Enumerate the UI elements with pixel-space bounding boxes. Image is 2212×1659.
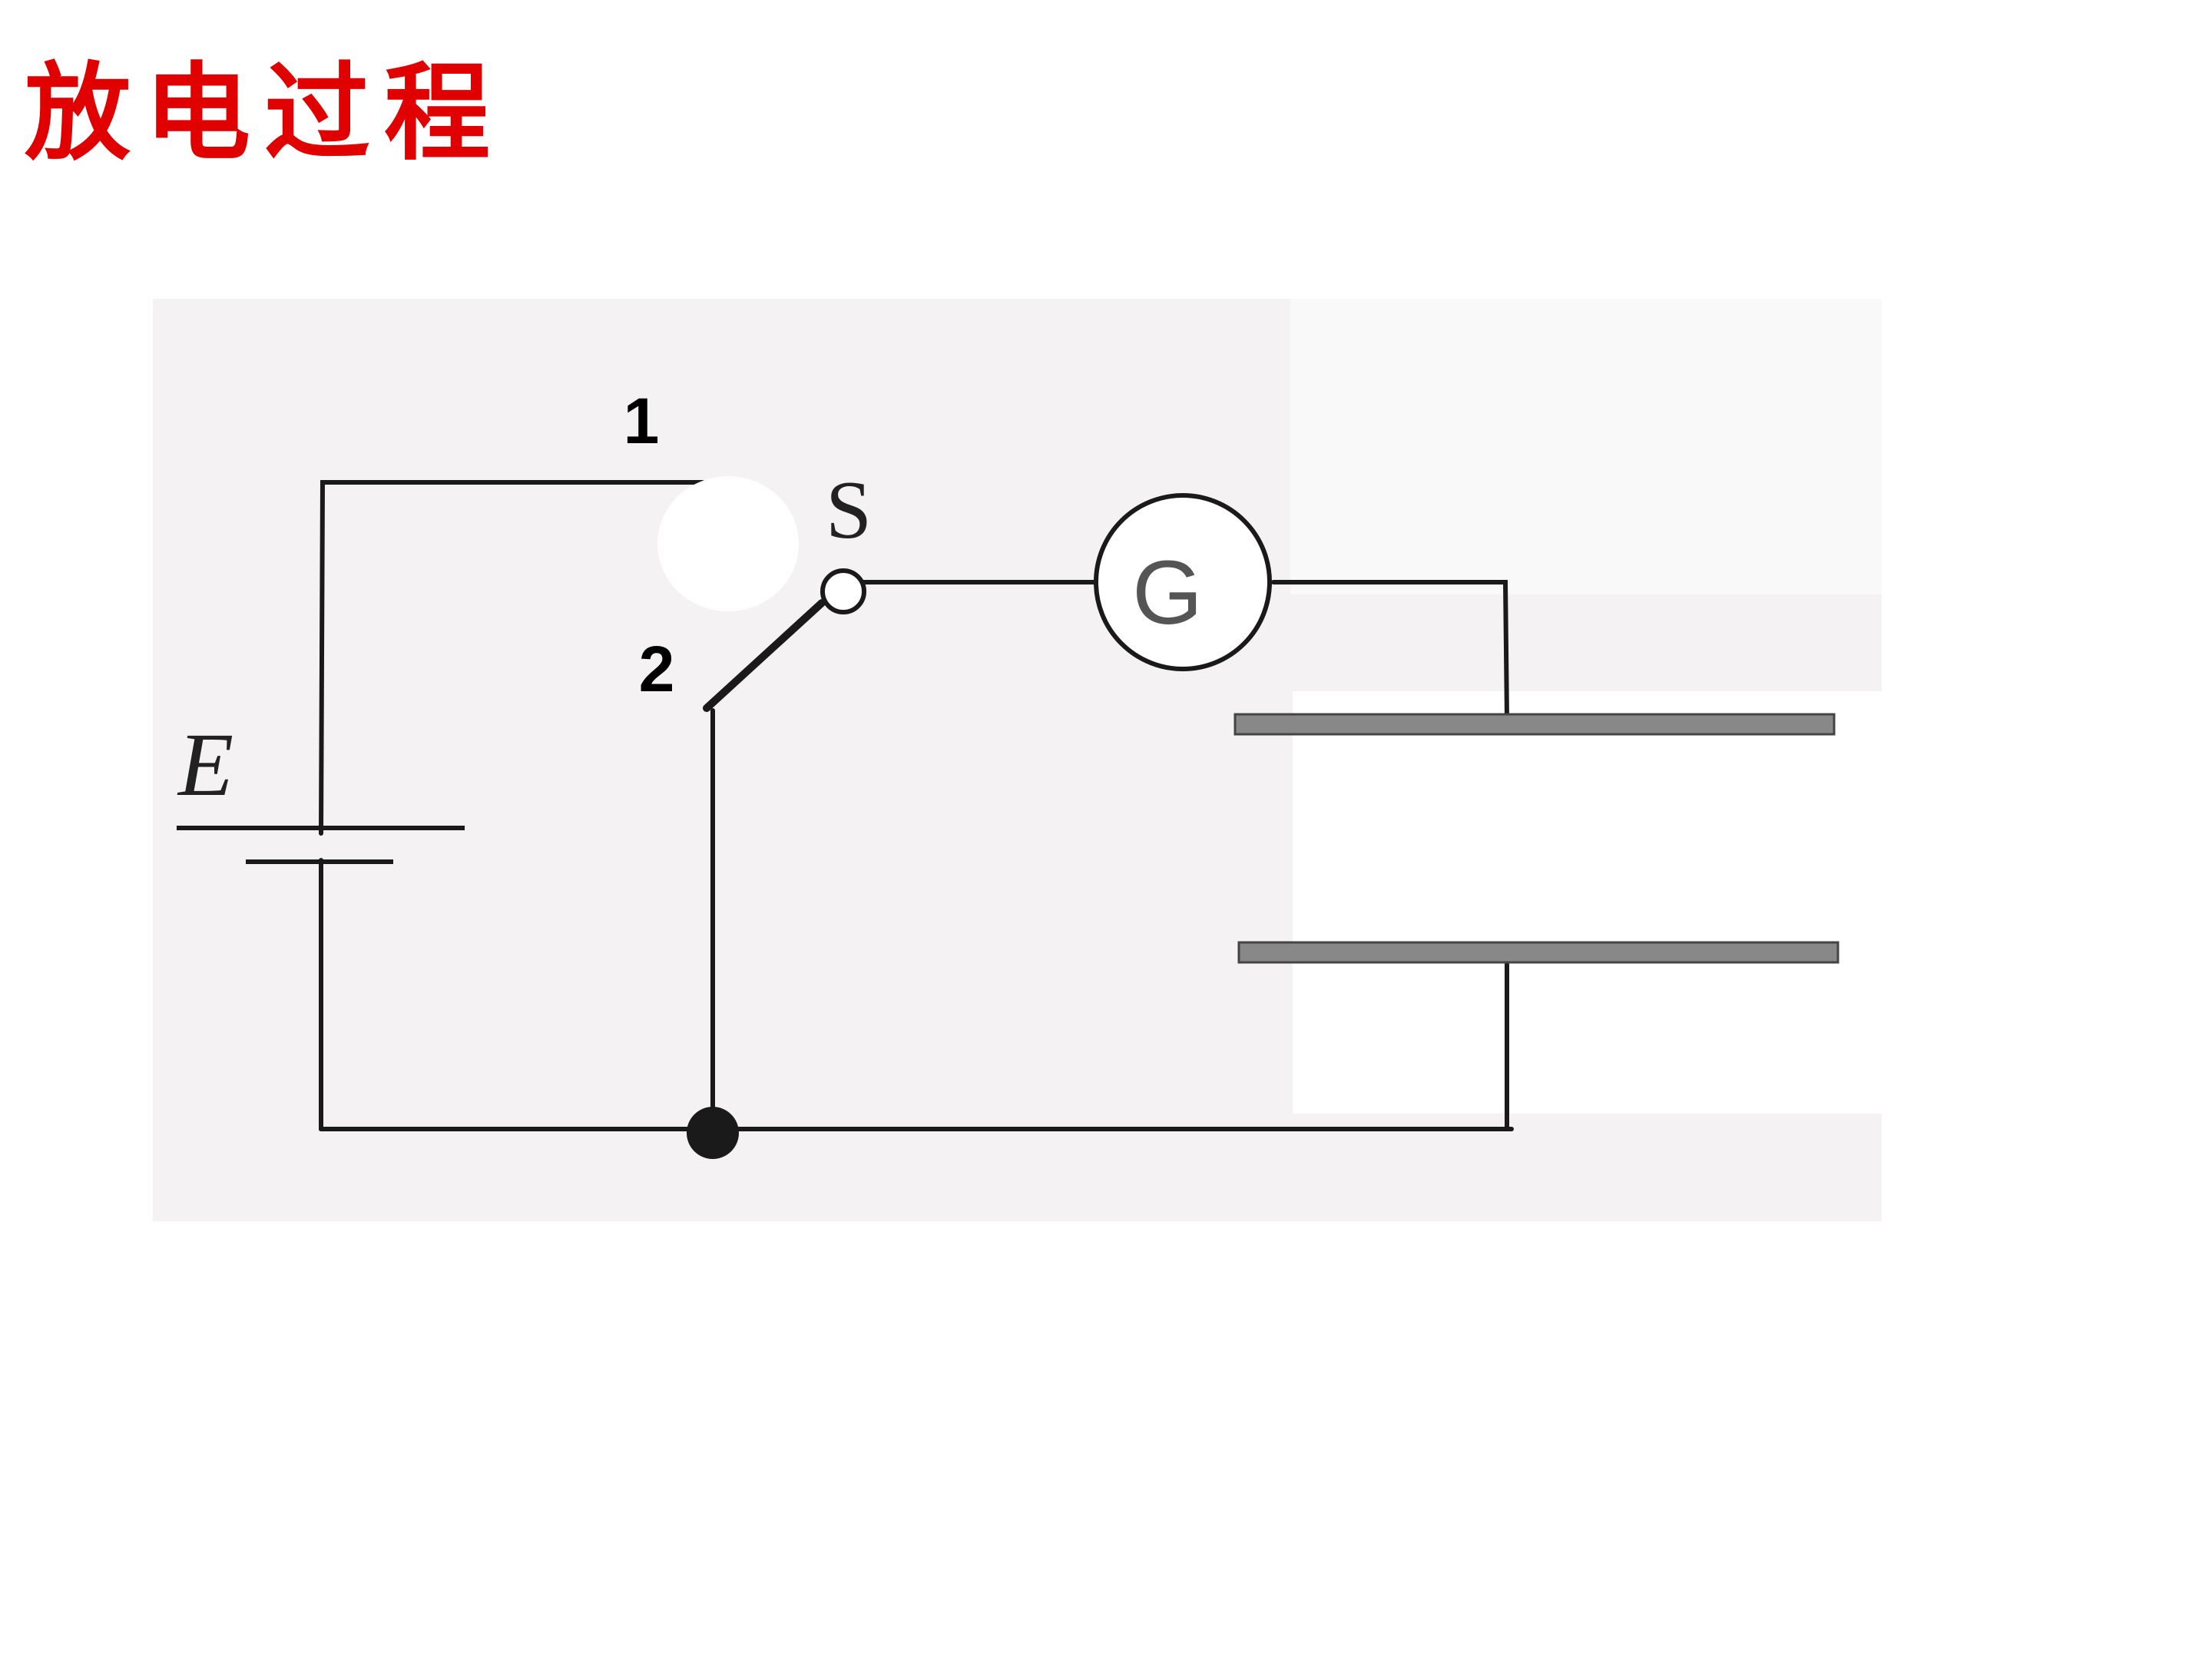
galvanometer-label: G	[1132, 542, 1203, 644]
switch-label: S	[826, 465, 872, 556]
diagram-photo-background-light	[1290, 299, 1882, 594]
wire-galvanometer-to-capacitor	[1271, 580, 1509, 720]
junction-dot	[687, 1107, 739, 1159]
emf-label: E	[177, 714, 233, 815]
switch-pivot-terminal	[820, 568, 866, 614]
terminal-1-cover	[657, 476, 799, 611]
terminal-2-label: 2	[639, 633, 675, 705]
capacitor-white-area	[1293, 691, 1882, 1114]
wire-battery-to-terminal-1	[319, 480, 705, 836]
capacitor-bottom-plate	[1237, 941, 1839, 964]
slide-title: 放电过程	[25, 50, 505, 175]
galvanometer-circle	[1094, 493, 1272, 671]
capacitor-top-plate	[1233, 713, 1836, 736]
switch-arm	[703, 599, 826, 712]
terminal-1-label: 1	[624, 385, 660, 457]
